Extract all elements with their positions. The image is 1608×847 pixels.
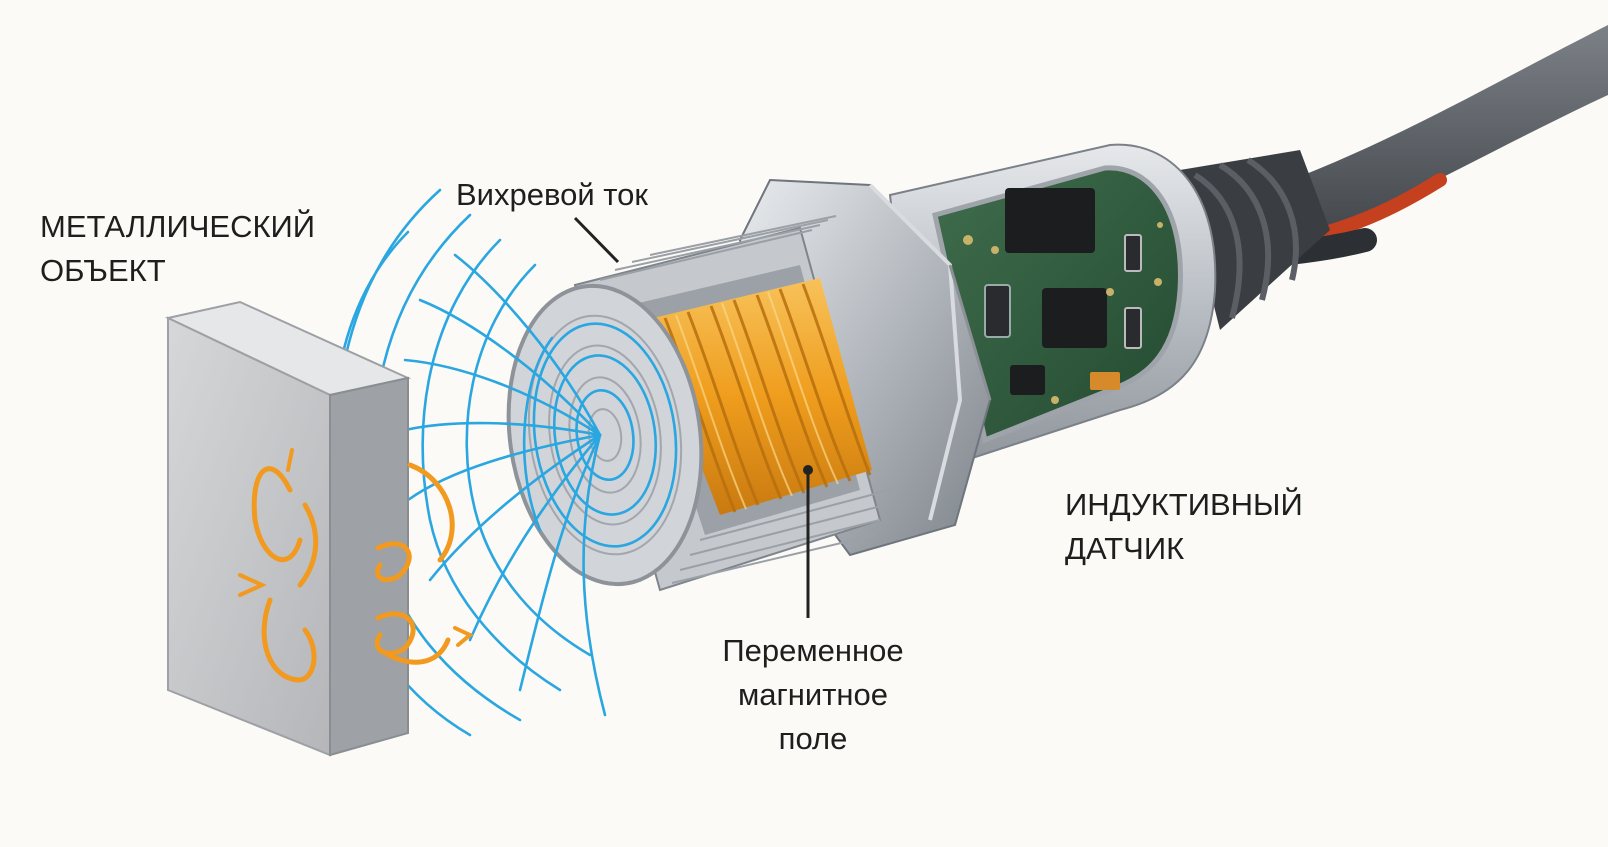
metal-object-label-line2: ОБЪЕКТ [40,253,166,288]
pcb-chip-large [1005,188,1095,253]
magnetic-field-label: Переменное магнитное поле [708,629,918,761]
leader-lines [573,216,813,618]
inductive-sensor-label: ИНДУКТИВНЫЙ ДАТЧИК [1065,483,1303,571]
pcb-chip-medium [1042,288,1107,348]
magnetic-field-label-line1: Переменное [722,633,904,668]
sensor-face [506,283,704,587]
metal-object-block [164,300,412,757]
magnetic-field-label-line2: магнитное [737,677,889,712]
cable-boot [1180,150,1330,330]
metal-object-label: МЕТАЛЛИЧЕСКИЙ ОБЪЕКТ [40,205,315,293]
magnetic-field-label-line3: поле [778,721,848,756]
inductive-sensor-label-line2: ДАТЧИК [1065,531,1185,566]
inductive-sensor-label-line1: ИНДУКТИВНЫЙ [1065,487,1303,522]
metal-object-label-line1: МЕТАЛЛИЧЕСКИЙ [40,209,316,244]
eddy-current-arrows [238,448,474,683]
eddy-current-leader [573,216,620,264]
eddy-current-label: Вихревой ток [456,177,648,212]
